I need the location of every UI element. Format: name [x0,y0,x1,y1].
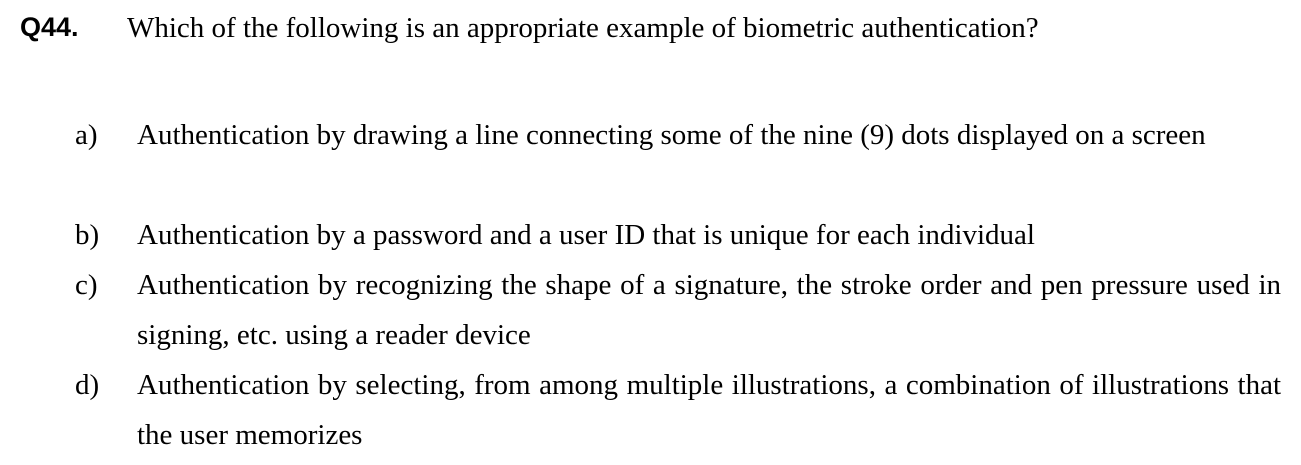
question-number: Q44. [20,12,79,42]
option-label: a) [75,119,98,151]
option-label: d) [75,369,100,401]
option-text: Authentication by drawing a line connect… [137,119,1206,151]
option-d[interactable]: d) Authentication by selecting, from amon… [75,360,1281,460]
question-text: Which of the following is an appropriate… [127,12,1039,44]
option-text: Authentication by a password and a user … [137,219,1035,251]
option-label: c) [75,269,98,301]
option-b[interactable]: b) Authentication by a password and a use… [75,210,1281,260]
option-text: Authentication by selecting, from among … [137,369,1281,451]
option-c[interactable]: c) Authentication by recognizing the shap… [75,260,1281,360]
option-a[interactable]: a) Authentication by drawing a line conne… [75,110,1281,160]
option-text: Authentication by recognizing the shape … [137,269,1281,351]
option-label: b) [75,219,100,251]
